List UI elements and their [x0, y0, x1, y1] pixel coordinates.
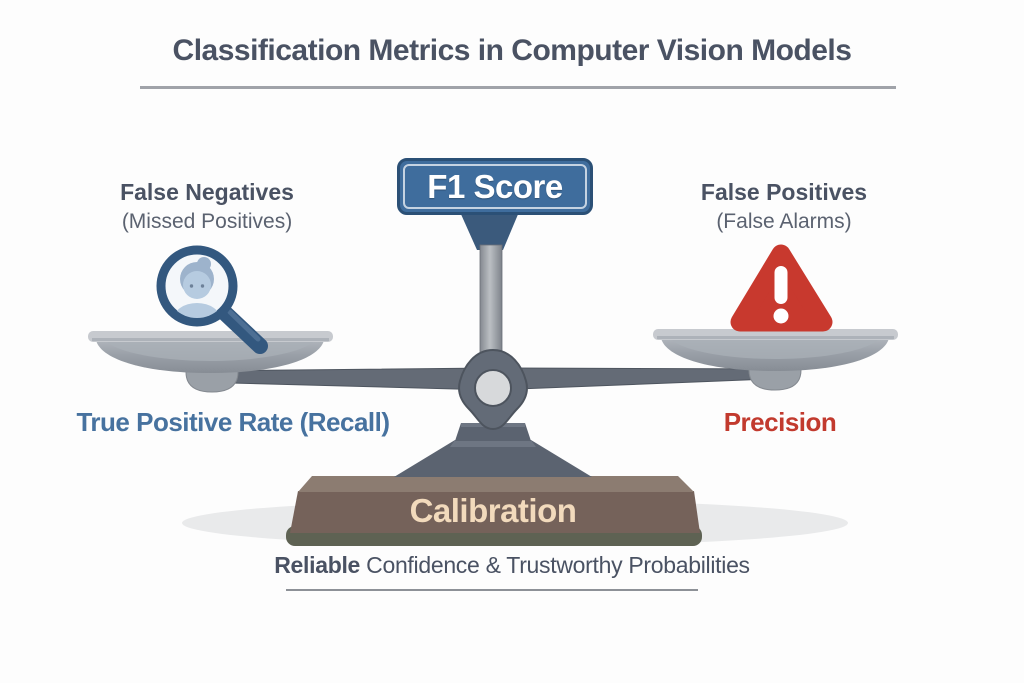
left-heading-block: False Negatives (Missed Positives): [57, 177, 357, 236]
right-pan: [653, 329, 898, 391]
calibration-base: [286, 476, 702, 546]
precision-label: Precision: [723, 407, 837, 437]
bottom-caption: Reliable Confidence & Trustworthy Probab…: [0, 552, 1024, 579]
sign-connector: [460, 212, 519, 250]
calibration-label: Calibration: [409, 492, 577, 529]
title-underline: [140, 86, 896, 89]
recall-label: True Positive Rate (Recall): [76, 407, 390, 437]
caption-underline: [286, 589, 698, 591]
f1-score-label: F1 Score: [427, 167, 563, 205]
f1-score-sign: F1 Score: [397, 158, 593, 215]
pivot-hub: [458, 348, 528, 431]
warning-triangle-icon: [730, 244, 833, 332]
caption-rest: Confidence & Trustworthy Probabilities: [360, 552, 750, 578]
page-title: Classification Metrics in Computer Visio…: [172, 34, 852, 67]
magnifier-person-icon: [156, 245, 268, 354]
scale-stand: [394, 423, 592, 477]
caption-bold-word: Reliable: [274, 552, 361, 578]
right-heading-block: False Positives (False Alarms): [634, 177, 934, 236]
missed-positives-subheading: (Missed Positives): [121, 210, 293, 234]
false-alarms-subheading: (False Alarms): [716, 210, 852, 234]
false-positives-heading: False Positives: [700, 179, 868, 205]
false-negatives-heading: False Negatives: [120, 179, 294, 205]
